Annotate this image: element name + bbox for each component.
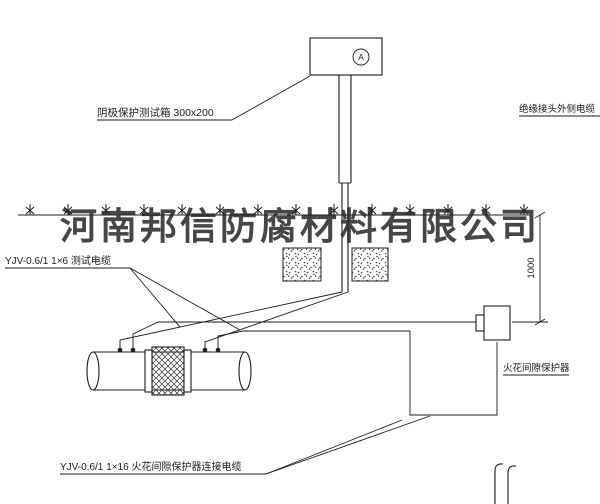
foundation-left bbox=[282, 247, 322, 282]
protector-cable-lower bbox=[217, 330, 498, 416]
label-test-cable: YJV-0.6/1 1×6 测试电缆 bbox=[5, 254, 111, 267]
protector-cable-upper bbox=[132, 321, 476, 348]
leader-connection-cable-1 bbox=[265, 419, 403, 475]
spark-gap-protector-box bbox=[475, 305, 511, 341]
annotation-test-box: 阴极保护测试箱 300x200 bbox=[97, 75, 311, 121]
annotation-outer-cable: 绝缘接头外侧电缆 bbox=[519, 103, 600, 117]
label-connection-cable: YJV-0.6/1 1×16 火花间隙保护器连接电缆 bbox=[60, 460, 241, 473]
cable-terminal bbox=[202, 347, 208, 353]
leader-connection-cable-2 bbox=[265, 415, 431, 475]
leader-test-box bbox=[231, 75, 311, 121]
joint-flange-left bbox=[144, 349, 153, 393]
leader-test-cable-1 bbox=[129, 267, 181, 328]
label-outer-cable: 绝缘接头外侧电缆 bbox=[519, 103, 596, 115]
dimension-label: 1000 bbox=[526, 257, 537, 278]
label-spark-gap: 火花间隙保护器 bbox=[503, 362, 570, 374]
corner-symbol bbox=[494, 463, 517, 504]
annotation-spark-gap: 火花间隙保护器 bbox=[503, 362, 570, 376]
meter-circle bbox=[352, 48, 370, 66]
dimension-line: 1000 bbox=[512, 211, 548, 326]
cable-terminal bbox=[130, 347, 136, 353]
pipeline bbox=[86, 346, 252, 396]
annotation-connection-cable: YJV-0.6/1 1×16 火花间隙保护器连接电缆 bbox=[60, 415, 431, 475]
annotation-test-cable: YJV-0.6/1 1×6 测试电缆 bbox=[5, 254, 241, 331]
foundation-right bbox=[351, 247, 389, 282]
ground-marks bbox=[25, 203, 529, 216]
riser-conduit bbox=[338, 75, 352, 292]
pipe-end-right bbox=[238, 351, 252, 391]
leader-test-cable-2 bbox=[129, 267, 241, 331]
cathodic-test-box: A bbox=[309, 37, 383, 76]
joint-flange-right bbox=[183, 349, 192, 393]
insulating-joint bbox=[151, 346, 185, 396]
cable-terminal bbox=[215, 347, 221, 353]
meter-label: A bbox=[358, 53, 364, 62]
test-cable-a bbox=[119, 291, 343, 348]
label-test-box: 阴极保护测试箱 300x200 bbox=[97, 106, 214, 119]
test-cable-b bbox=[204, 291, 349, 348]
pipe-end-left bbox=[86, 351, 100, 391]
cable-terminal bbox=[117, 347, 123, 353]
